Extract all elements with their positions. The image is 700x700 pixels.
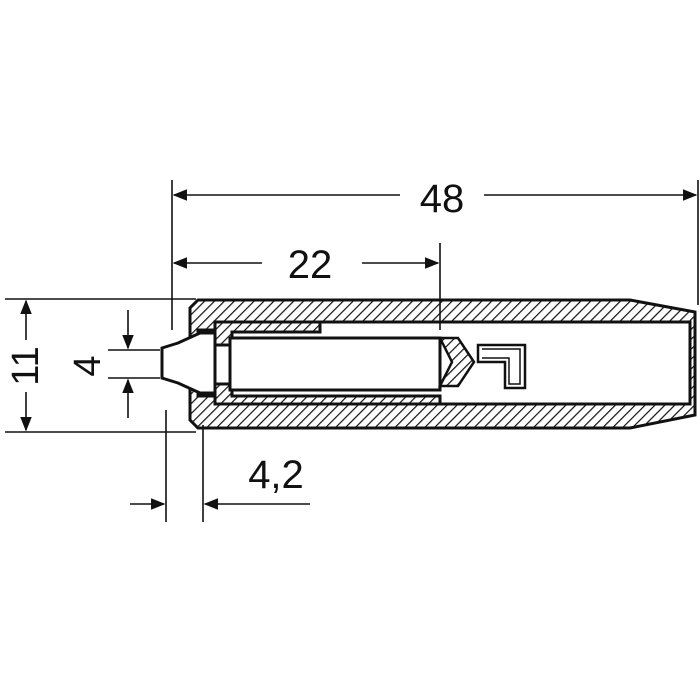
- extension-lines: [5, 180, 699, 522]
- label-tip-length: 4,2: [248, 453, 304, 497]
- contact-tube: [228, 336, 442, 392]
- pin-tip: [160, 331, 217, 395]
- label-total-length: 48: [420, 177, 465, 221]
- latch-profile-inner: [482, 348, 521, 385]
- dimension-lines: [20, 189, 698, 510]
- label-outer-diameter: 11: [5, 346, 47, 385]
- label-socket-depth: 22: [288, 243, 333, 287]
- connector-body: [160, 298, 697, 430]
- spring-clip: [437, 336, 476, 388]
- latch-profile: [476, 343, 527, 390]
- label-pin-diameter: 4: [67, 355, 109, 376]
